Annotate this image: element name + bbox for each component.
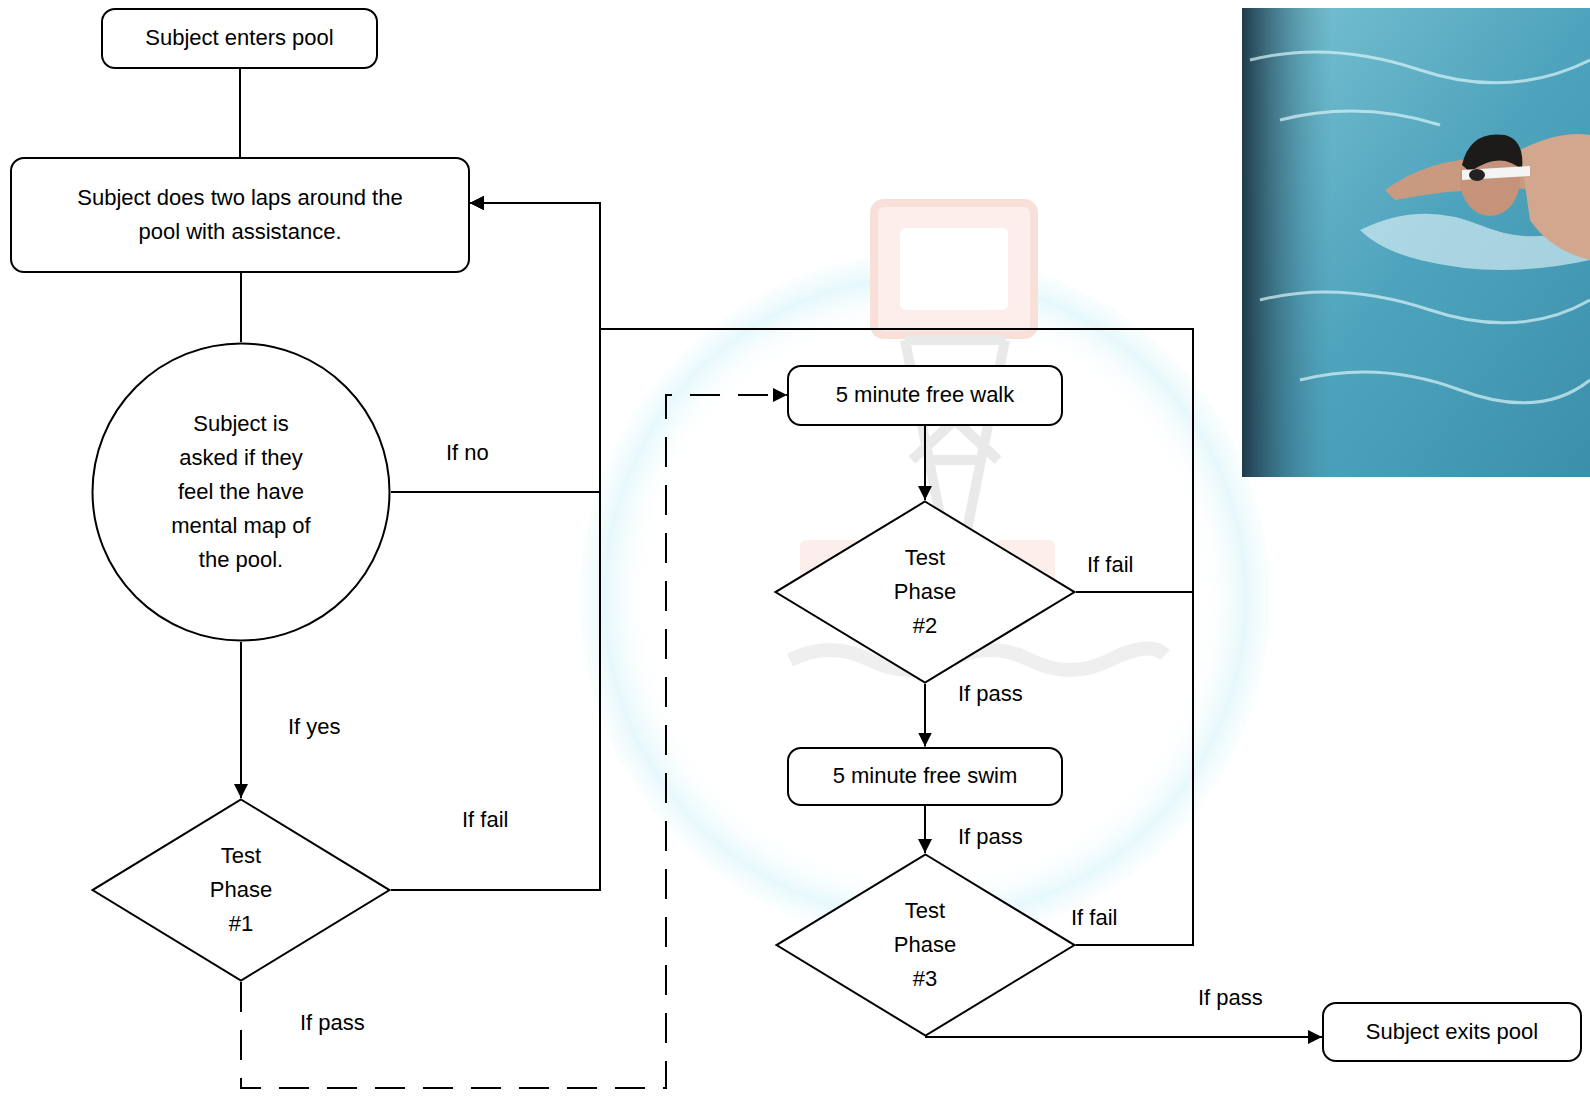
question-circle: Subject is asked if they feel the have m… xyxy=(91,342,391,642)
flow-connector xyxy=(240,642,242,798)
flow-connector xyxy=(470,203,1193,592)
flow-connector xyxy=(470,203,1193,945)
flow-connector xyxy=(240,273,242,342)
pool-water xyxy=(1242,8,1590,477)
node-text: Subject enters pool xyxy=(145,21,333,55)
edge-label: If pass xyxy=(1198,985,1263,1011)
circle-shape xyxy=(93,344,390,641)
edge-label: If fail xyxy=(1087,552,1133,578)
flow-connector xyxy=(924,684,926,746)
pool-wall xyxy=(1242,8,1332,477)
water-ripples xyxy=(1250,52,1590,403)
diamond-shape xyxy=(776,501,1075,682)
terminal-box: Subject exits pool xyxy=(1322,1002,1582,1062)
watermark-square xyxy=(874,203,1034,335)
decision-diamond: Test Phase #3 xyxy=(775,853,1076,1037)
swimmer-hair xyxy=(1462,134,1522,172)
decision-diamond: Test Phase #1 xyxy=(91,798,391,982)
edge-label: If pass xyxy=(958,824,1023,850)
node-text: Subject does two laps around the pool wi… xyxy=(58,181,423,249)
node-text: Test Phase #3 xyxy=(885,894,965,996)
node-text: 5 minute free walk xyxy=(836,378,1015,412)
goggle-lens xyxy=(1469,169,1485,181)
node-text: Subject exits pool xyxy=(1366,1015,1538,1049)
process-box: 5 minute free swim xyxy=(787,747,1063,806)
flow-connector xyxy=(924,806,926,853)
edge-label: If pass xyxy=(958,681,1023,707)
terminal-box: Subject enters pool xyxy=(101,8,378,69)
swimmer-shoulder xyxy=(1520,134,1590,260)
watermark-ring xyxy=(580,253,1270,943)
swimmer-photo xyxy=(1242,8,1590,477)
flow-connector xyxy=(924,426,926,500)
flow-connector xyxy=(925,1036,1322,1038)
diamond-shape xyxy=(776,854,1074,1035)
node-text: Test Phase #2 xyxy=(885,541,965,643)
edge-label: If fail xyxy=(462,807,508,833)
watermark xyxy=(580,203,1270,943)
node-text: 5 minute free swim xyxy=(833,759,1018,793)
flow-connector xyxy=(239,69,241,157)
diamond-shape xyxy=(93,799,390,980)
edge-label: If no xyxy=(446,440,489,466)
edge-label: If yes xyxy=(288,714,341,740)
watermark-square-inner xyxy=(900,228,1008,310)
edge-label: If pass xyxy=(300,1010,365,1036)
process-box: Subject does two laps around the pool wi… xyxy=(10,157,470,273)
swimmer-goggles xyxy=(1462,166,1530,180)
edge-label: If fail xyxy=(1071,905,1117,931)
node-text: Subject is asked if they feel the have m… xyxy=(161,407,321,577)
flow-connector xyxy=(391,203,600,890)
process-box: 5 minute free walk xyxy=(787,365,1063,426)
decision-diamond: Test Phase #2 xyxy=(774,500,1076,684)
node-text: Test Phase #1 xyxy=(201,839,281,941)
